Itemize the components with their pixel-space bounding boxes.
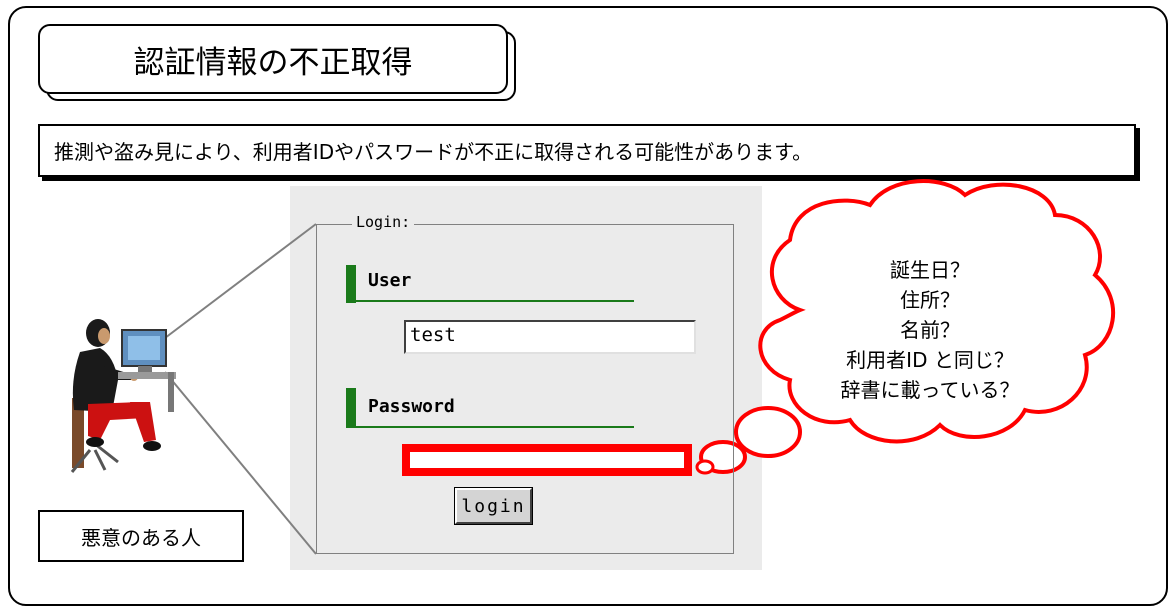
thought-bubble-mid <box>734 406 802 458</box>
password-label-underline <box>356 426 634 428</box>
login-legend: Login: <box>352 213 415 231</box>
thought-bubble-text: 誕生日？ 住所？ 名前？ 利用者ID と同じ？ 辞書に載っている？ <box>800 255 1060 405</box>
thought-line: 利用者ID と同じ？ <box>846 348 1014 372</box>
thought-line: 誕生日？ <box>890 258 970 282</box>
diagram-overlay <box>70 179 1115 555</box>
person-label: 悪意のある人 <box>38 510 244 562</box>
thought-bubble <box>695 179 1115 475</box>
user-label: User <box>368 270 412 291</box>
page-title: 認証情報の不正取得 <box>38 24 508 94</box>
user-input[interactable]: test <box>404 320 696 354</box>
thought-bubble-tiny <box>695 459 715 475</box>
thought-line: 辞書に載っている？ <box>840 378 1020 402</box>
password-label-bar <box>346 388 356 428</box>
login-button[interactable]: login <box>454 487 533 525</box>
zoom-line-top <box>164 223 317 339</box>
person-at-computer-icon <box>70 319 176 473</box>
description-banner: 推測や盗み見により、利用者IDやパスワードが不正に取得される可能性があります。 <box>38 124 1136 177</box>
thought-line: 住所？ <box>900 288 960 312</box>
zoom-line-bottom <box>164 371 317 555</box>
login-fieldset <box>316 224 734 554</box>
password-label: Password <box>368 396 455 417</box>
user-label-bar <box>346 265 356 303</box>
thought-line: 名前？ <box>900 318 960 342</box>
password-input[interactable] <box>402 444 692 476</box>
user-label-underline <box>356 300 634 302</box>
